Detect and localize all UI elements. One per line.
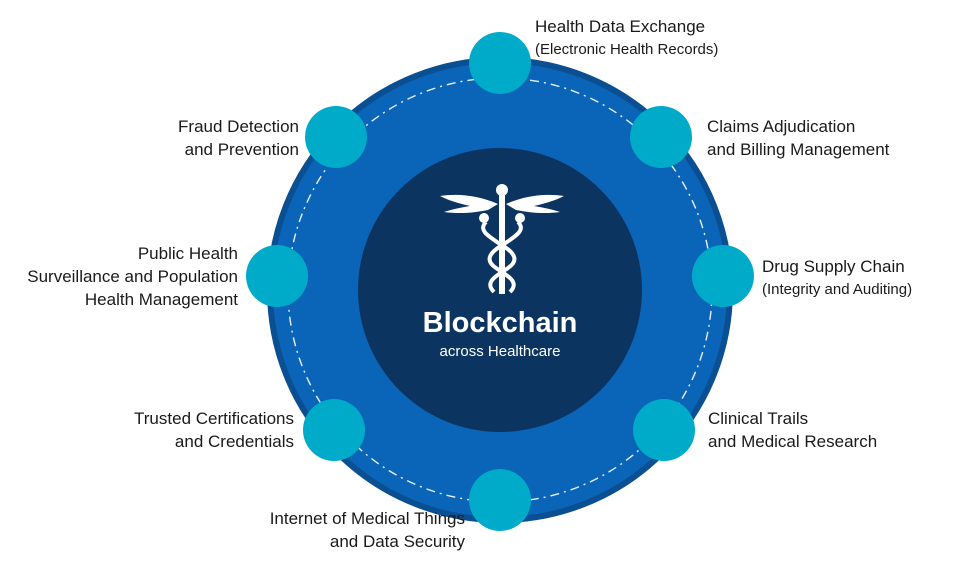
label-line: Public Health [137, 244, 238, 263]
center-title: Blockchain [423, 307, 578, 339]
label-line: and Medical Research [708, 432, 878, 451]
label-line: Fraud Detection [178, 117, 299, 136]
label-internet-of-medical-things: Internet of Medical Things and Data Secu… [270, 507, 465, 553]
node-drug-supply-chain [692, 245, 754, 307]
label-line: Health Management [84, 290, 238, 309]
node-public-health [246, 245, 308, 307]
label-line: Trusted Certifications [134, 409, 294, 428]
label-public-health: Public Health Surveillance and Populatio… [27, 242, 238, 311]
node-claims-adjudication [630, 106, 692, 168]
label-claims-adjudication: Claims Adjudication and Billing Manageme… [707, 115, 889, 161]
label-health-data-exchange: Health Data Exchange (Electronic Health … [535, 15, 718, 61]
node-health-data-exchange [469, 32, 531, 94]
label-line: and Prevention [184, 140, 299, 159]
label-fraud-detection: Fraud Detection and Prevention [178, 115, 299, 161]
label-line: Surveillance and Population [27, 267, 238, 286]
label-drug-supply-chain: Drug Supply Chain (Integrity and Auditin… [762, 255, 912, 301]
label-line: Drug Supply Chain [762, 257, 905, 276]
label-line: Clinical Trails [708, 409, 809, 428]
label-line: Health Data Exchange [535, 17, 706, 36]
label-line: and Data Security [329, 532, 465, 551]
label-line: (Integrity and Auditing) [762, 281, 913, 298]
center-subtitle: across Healthcare [440, 343, 561, 360]
label-line: and Billing Management [707, 140, 890, 159]
node-clinical-trails [633, 399, 695, 461]
label-line: Claims Adjudication [707, 117, 856, 136]
label-clinical-trails: Clinical Trails and Medical Research [708, 407, 877, 453]
node-internet-of-medical-things [469, 469, 531, 531]
label-line: Internet of Medical Things [269, 509, 465, 528]
node-trusted-certifications [303, 399, 365, 461]
label-trusted-certifications: Trusted Certifications and Credentials [134, 407, 294, 453]
caduceus-icon [440, 184, 564, 294]
node-fraud-detection [305, 106, 367, 168]
label-line: (Electronic Health Records) [535, 41, 719, 58]
label-line: and Credentials [174, 432, 294, 451]
